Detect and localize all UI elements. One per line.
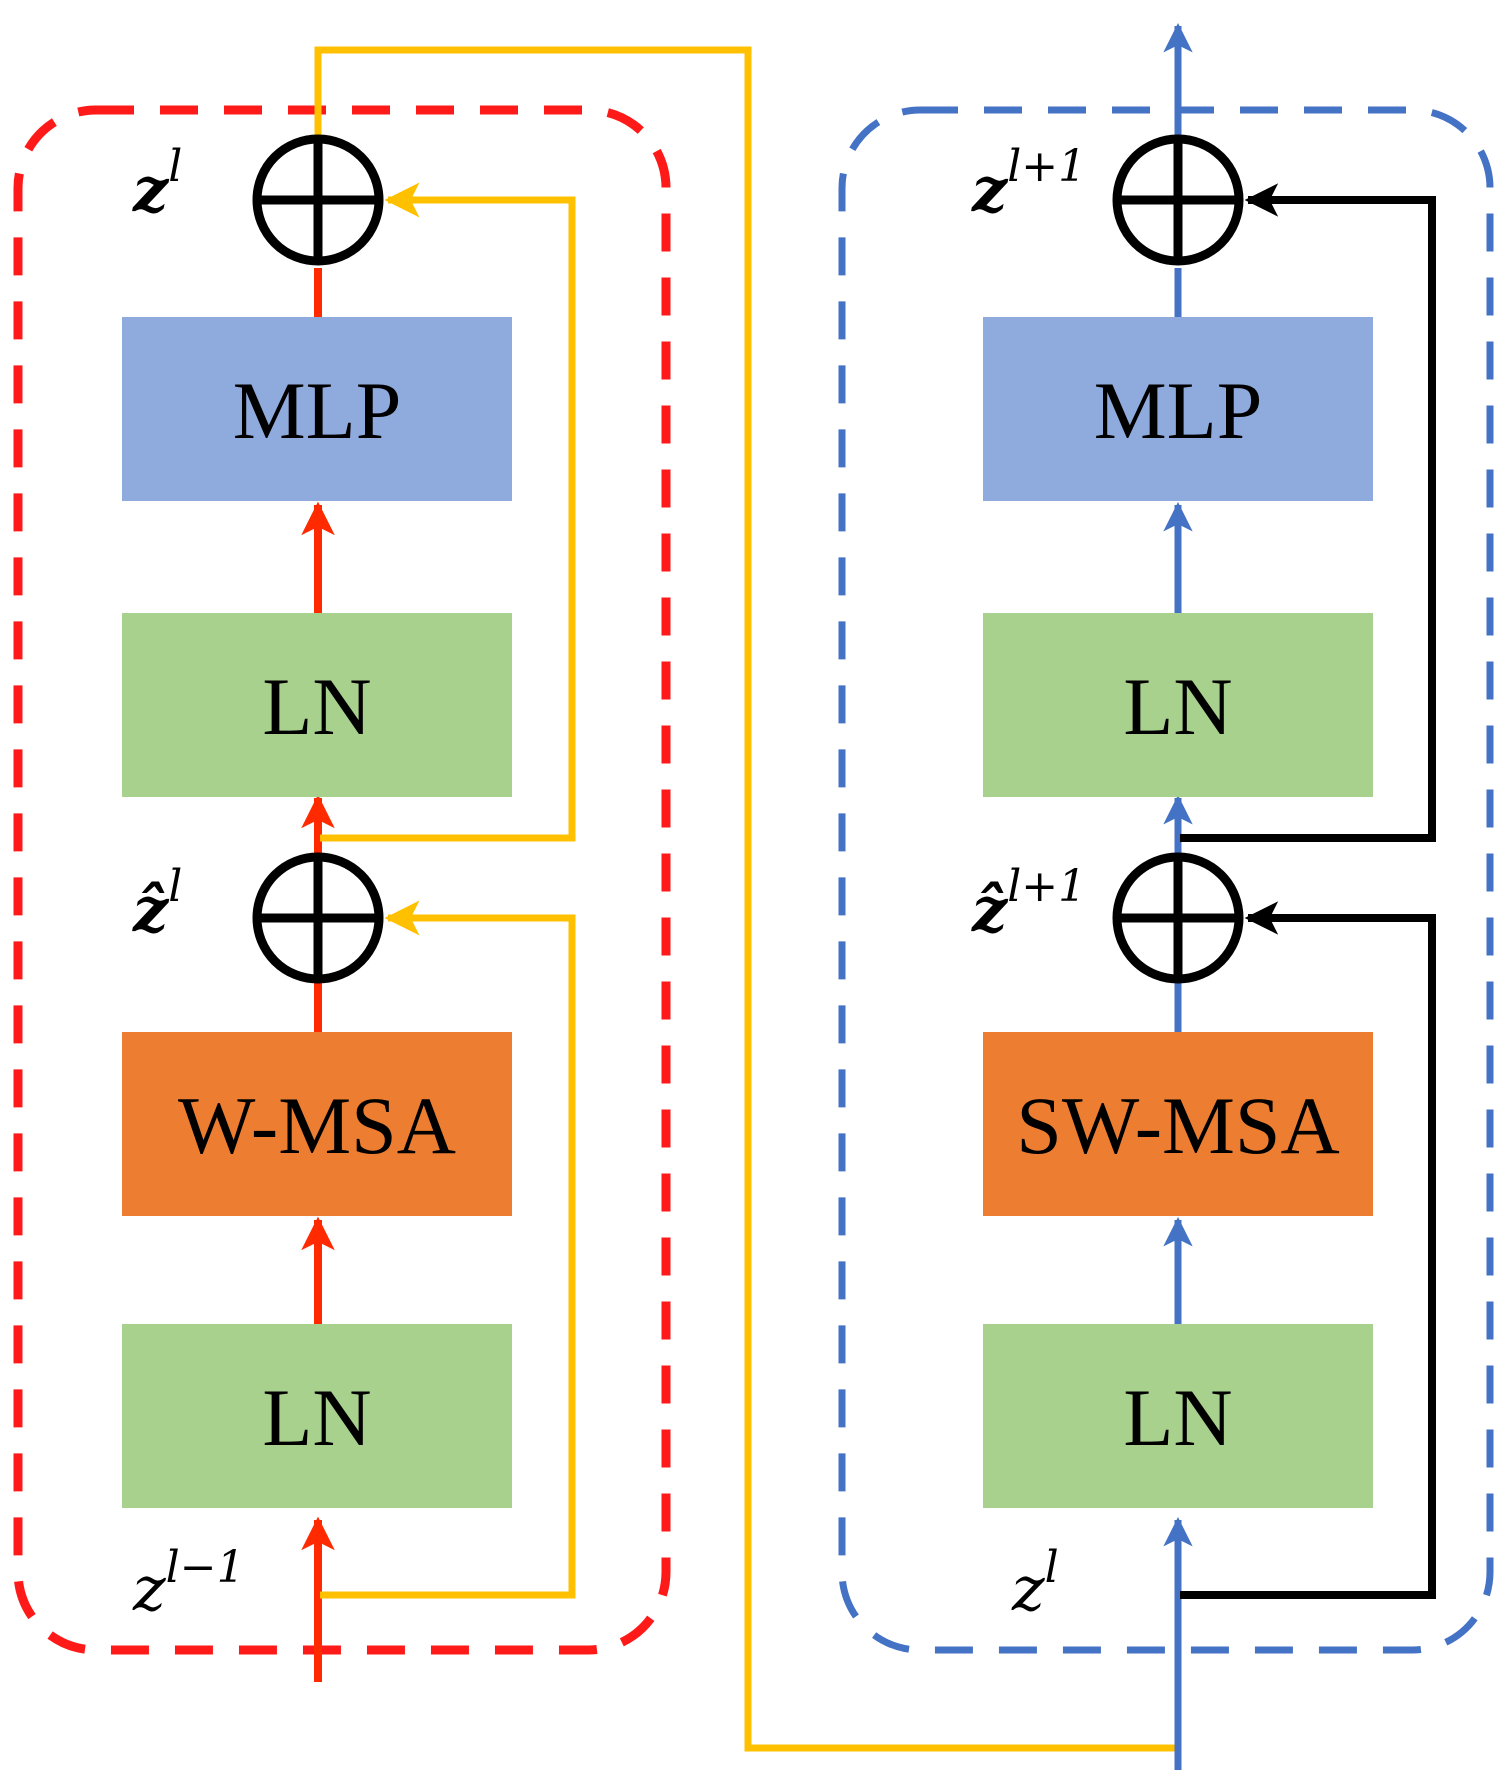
right-skip-connections [1180, 183, 1436, 1599]
right-ln-top-label: LN [1123, 661, 1232, 752]
left-mid-label: ẑl [132, 861, 182, 946]
left-output-label: zl [132, 141, 182, 226]
circled-plus-icon [1112, 134, 1244, 266]
right-mlp: MLP [983, 317, 1373, 501]
left-w-msa-label: W-MSA [178, 1080, 456, 1171]
right-output-label: zl+1 [971, 141, 1086, 226]
right-ln-top: LN [983, 613, 1373, 797]
left-ln-bottom-label: LN [262, 1372, 371, 1463]
right-input-label: zl [1011, 1542, 1059, 1625]
circled-plus-icon [252, 852, 384, 984]
circled-plus-icon [252, 134, 384, 266]
right-mid-label: ẑl+1 [971, 861, 1086, 946]
right-sw-msa: SW-MSA [983, 1032, 1373, 1216]
left-ln-top-label: LN [262, 661, 371, 752]
right-block-border [838, 106, 1494, 1654]
left-w-msa: W-MSA [122, 1032, 512, 1216]
left-mlp-label: MLP [233, 365, 402, 456]
left-input-label: zl−1 [132, 1542, 245, 1625]
right-ln-bottom: LN [983, 1324, 1373, 1508]
left-ln-top: LN [122, 613, 512, 797]
right-mlp-label: MLP [1094, 365, 1263, 456]
right-sw-msa-label: SW-MSA [1016, 1080, 1340, 1171]
left-ln-bottom: LN [122, 1324, 512, 1508]
left-mlp: MLP [122, 317, 512, 501]
right-ln-bottom-label: LN [1123, 1372, 1232, 1463]
circled-plus-icon [1112, 852, 1244, 984]
left-block-border [13, 105, 671, 1655]
